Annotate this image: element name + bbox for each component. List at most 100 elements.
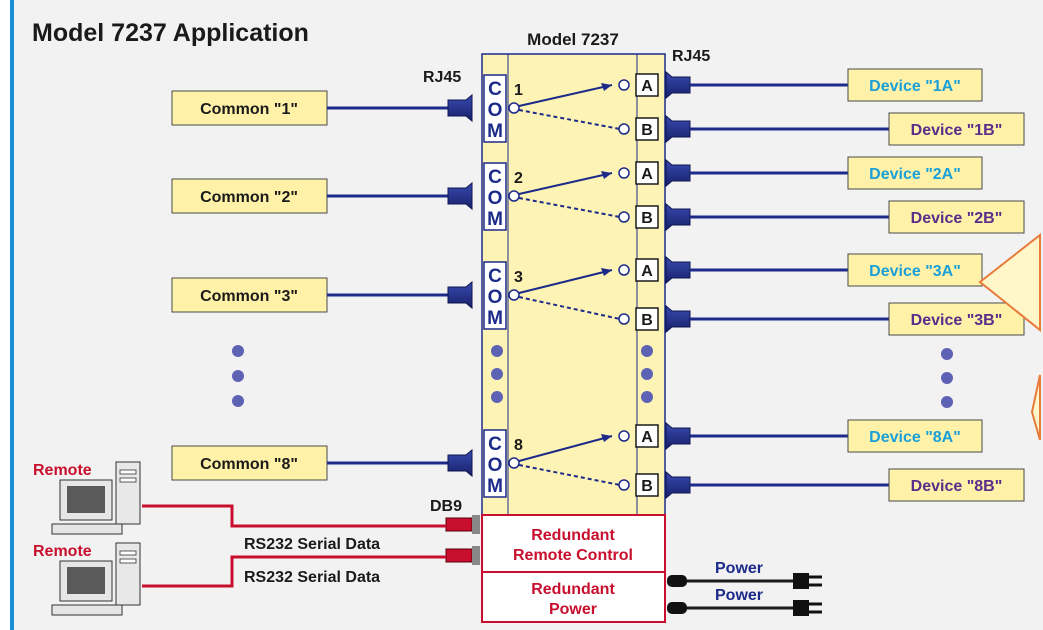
device-a-label: Device "8A" (869, 429, 961, 446)
rj45-plug-icon (447, 93, 473, 123)
switch-arrow-icon (601, 434, 612, 442)
port-b-contact (618, 313, 630, 325)
remote-control-line2: Remote Control (513, 547, 633, 564)
rj45-label-left: RJ45 (423, 69, 461, 86)
active-switch-path (518, 84, 613, 107)
com-letter: M (487, 308, 503, 329)
device-a-label: Device "3A" (869, 263, 961, 280)
com-port-block (483, 74, 507, 143)
rj45-plug-icon (665, 202, 691, 232)
com-letter: O (488, 455, 503, 476)
common-label-box (171, 445, 328, 481)
port-b-contact (618, 123, 630, 135)
port-b-label: B (641, 478, 653, 495)
port-a-contact (618, 430, 630, 442)
dot (232, 395, 244, 407)
com-letter: O (488, 287, 503, 308)
standby-switch-path (518, 197, 621, 218)
common-label: Common "8" (200, 456, 298, 473)
port-b-label: B (641, 122, 653, 139)
common-label: Common "1" (200, 101, 298, 118)
standby-switch-path (518, 296, 621, 320)
switch-arrow-icon (601, 171, 612, 179)
port-a-contact (618, 264, 630, 276)
common-label: Common "2" (200, 189, 298, 206)
rj45-plug-icon (665, 304, 691, 334)
port-b-contact (618, 211, 630, 223)
com-contact (508, 289, 520, 301)
common-label: Common "3" (200, 288, 298, 305)
device-b-label: Device "1B" (911, 122, 1003, 139)
com-letter: C (488, 434, 502, 455)
rj45-plug-icon (447, 448, 473, 478)
com-port-block (483, 162, 507, 231)
port-b-box (635, 307, 659, 331)
channel-number: 3 (514, 269, 523, 286)
db9-label: DB9 (430, 498, 462, 515)
device-b-label-box (888, 302, 1025, 336)
port-a-label: A (641, 429, 653, 446)
switch-arrow-icon (601, 83, 612, 91)
power-label-2: Power (715, 587, 763, 604)
com-contact (508, 102, 520, 114)
device-b-label-box (888, 200, 1025, 234)
power-cable-2 (667, 600, 822, 616)
active-switch-path (518, 269, 613, 294)
com-letter: M (487, 209, 503, 230)
port-b-label: B (641, 210, 653, 227)
computer-icon (51, 461, 141, 535)
dot (232, 370, 244, 382)
active-switch-path (518, 435, 613, 462)
power-box-line2: Power (549, 601, 597, 618)
com-letter: C (488, 266, 502, 287)
rj45-plug-icon (665, 255, 691, 285)
port-a-box (635, 73, 659, 97)
ellipsis-dots (232, 345, 953, 408)
remote-control-line1: Redundant (531, 527, 615, 544)
device-a-label-box (847, 68, 983, 102)
com-contact (508, 457, 520, 469)
dot (941, 372, 953, 384)
port-b-box (635, 117, 659, 141)
port-a-box (635, 161, 659, 185)
channel-number: 1 (514, 82, 523, 99)
com-letter: M (487, 121, 503, 142)
dot (941, 396, 953, 408)
rj45-plug-icon (665, 421, 691, 451)
power-cable-1 (667, 573, 822, 589)
device-a-label-box (847, 253, 983, 287)
switch-model-label: Model 7237 (527, 30, 619, 49)
device-a-label-box (847, 419, 983, 453)
rj45-plug-icon (447, 280, 473, 310)
com-letter: O (488, 188, 503, 209)
rs232-cable-2 (142, 555, 446, 588)
device-b-label: Device "8B" (911, 478, 1003, 495)
dot (641, 345, 653, 357)
port-b-label: B (641, 312, 653, 329)
com-port-block (483, 429, 507, 498)
switch-arrow-icon (601, 268, 612, 276)
port-a-label: A (641, 263, 653, 280)
com-port-block (483, 261, 507, 330)
device-a-label: Device "2A" (869, 166, 961, 183)
port-b-box (635, 205, 659, 229)
device-b-label: Device "2B" (911, 210, 1003, 227)
com-letter: C (488, 79, 502, 100)
device-b-label-box (888, 468, 1025, 502)
com-letter: O (488, 100, 503, 121)
dot (491, 368, 503, 380)
switch-body (481, 53, 666, 516)
port-a-contact (618, 79, 630, 91)
device-a-label-box (847, 156, 983, 190)
device-b-label: Device "3B" (911, 312, 1003, 329)
channel-group-3: Common "3" COM 3 A B Device "3A" Device "3B" (171, 253, 1025, 336)
active-switch-path (518, 172, 613, 195)
device-b-label-box (888, 112, 1025, 146)
computer-icon (51, 542, 141, 616)
channel-number: 2 (514, 170, 523, 187)
dot (491, 391, 503, 403)
com-contact (508, 190, 520, 202)
